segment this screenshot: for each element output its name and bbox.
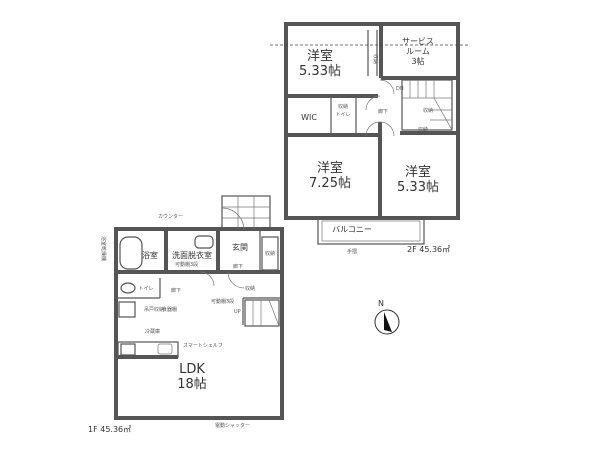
note: 食器棚	[162, 306, 177, 313]
floor-1: 浴室 洗面脱衣室 玄関 収納 廊下 廊下 トイレ 収納 UP LDK 18帖 カ…	[88, 195, 284, 434]
fridge	[118, 301, 136, 318]
note: 収納	[338, 103, 348, 110]
note: カウンター	[158, 213, 183, 220]
room-name: 浴室	[142, 250, 158, 260]
room-size: 5.33帖	[299, 64, 341, 79]
storage-label: 収納	[372, 54, 379, 64]
north-compass: N	[374, 299, 400, 335]
note: 手摺	[347, 248, 357, 255]
note: 可動棚3段	[175, 261, 198, 268]
floor-2: 洋室 5.33帖 サービス ルーム 3帖 WIC 収納 トイレ 廊下 DN 収納…	[270, 22, 470, 255]
room-size: 7.25帖	[309, 176, 351, 191]
note: 冷蔵庫	[145, 328, 160, 335]
room-name: 廊下	[171, 287, 181, 294]
stairs-2f	[401, 79, 453, 131]
floor-area-label: 2F 45.36㎡	[407, 245, 450, 254]
note: 浴室乾燥機	[100, 236, 107, 261]
stairs-1f	[244, 299, 280, 327]
room-name: WIC	[301, 113, 317, 122]
1f-outer-wall	[114, 227, 284, 420]
room-name: 廊下	[378, 108, 388, 115]
stairs-label: UP	[234, 309, 241, 315]
room-size: 18帖	[177, 377, 207, 392]
storage-label: 収納	[423, 107, 433, 114]
toilet-fixture	[120, 282, 136, 294]
balcony	[317, 217, 425, 245]
room-name: 洋室	[405, 164, 431, 180]
kitchen-counter	[117, 341, 179, 358]
storage-label: 収納	[265, 250, 275, 257]
floor-area-label: 1F 45.36㎡	[88, 425, 131, 434]
bathtub	[119, 236, 143, 270]
stairs-label: DN	[396, 86, 404, 92]
porch	[221, 195, 271, 231]
room-name: 廊下	[233, 263, 243, 270]
room-name: バルコニー	[332, 225, 372, 234]
room-name: 玄関	[232, 242, 248, 252]
room-name: 洋室	[317, 160, 343, 176]
room-name: サービス	[402, 37, 434, 46]
note: 電動シャッター	[215, 422, 250, 429]
washbasin	[194, 235, 214, 249]
compass-north-label: N	[378, 299, 384, 308]
note: スマートシェルフ	[183, 343, 223, 349]
storage-label: 収納	[245, 285, 255, 292]
note: 吊戸収納	[144, 306, 164, 313]
note: 可動棚3段	[211, 298, 234, 305]
shoe-storage	[261, 236, 279, 271]
room-name: 洋室	[307, 48, 333, 64]
room-name: LDK	[179, 362, 205, 377]
room-name: 洗面脱衣室	[172, 250, 212, 260]
room-name: トイレ	[335, 112, 350, 118]
room-name: ルーム	[406, 47, 430, 56]
stove	[120, 343, 136, 356]
room-size: 3帖	[411, 56, 424, 66]
room-name: トイレ	[138, 286, 153, 292]
kitchen-sink	[157, 343, 173, 355]
storage-label: 収納	[418, 126, 428, 133]
room-size: 5.33帖	[397, 180, 439, 195]
